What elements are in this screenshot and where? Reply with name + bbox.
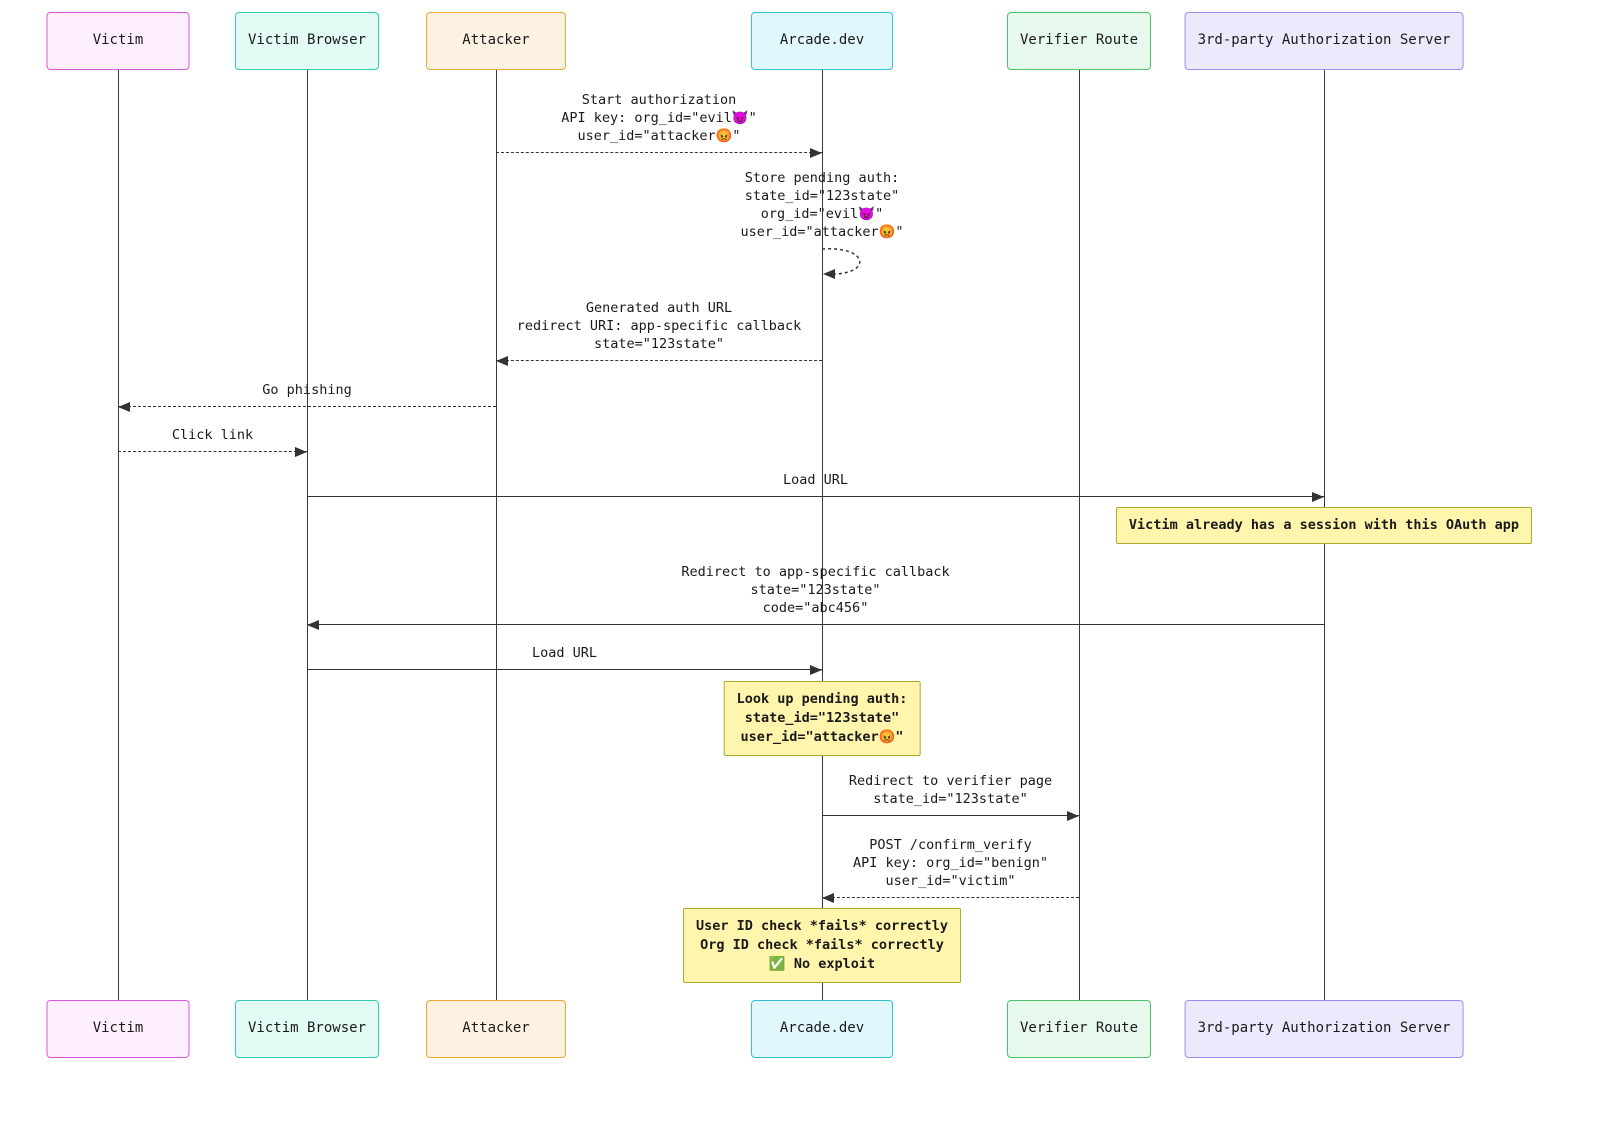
message-arrowhead [496,356,508,366]
message-line-attacker-to-arcade [496,152,822,153]
message-arrowhead [295,447,307,457]
message-label-line: POST /confirm_verify [869,837,1032,853]
self-message-label-line: user_id="attacker😡" [740,224,904,240]
lifeline-attacker [496,70,497,1000]
message-line-victim-browser-to-arcade [307,669,822,670]
message-label-line: code="abc456" [762,600,869,616]
note-text-line: Victim already has a session with this O… [1128,517,1520,533]
message-label-line: Redirect to verifier page [848,773,1053,789]
self-message-label: Store pending auth: state_id="123state"or… [740,169,903,241]
note-text-line: ✅ No exploit [768,956,876,972]
message-label: Generated auth URL redirect URI: app-spec… [517,299,801,353]
actor-box-bottom-auth-server: 3rd-party Authorization Server [1184,1000,1464,1058]
message-arrowhead [810,665,822,675]
note-text-line: state_id="123state" [744,710,900,726]
message-label: Redirect to verifier page state_id="123st… [849,772,1052,808]
message-line-verifier-to-arcade [822,897,1079,898]
message-label-line: Go phishing [262,382,352,398]
self-message-label-line: state_id="123state" [744,188,900,204]
note-text-line: user_id="attacker😡" [740,729,904,745]
self-message-label-line: org_id="evil😈" [760,206,884,222]
message-label: Load URL [783,471,848,489]
lifeline-victim-browser [307,70,308,1000]
message-label-line: state_id="123state" [873,791,1028,807]
message-label: Click link [172,426,253,444]
message-label-line: API key: org_id="benign" [852,855,1049,871]
actor-box-bottom-victim: Victim [46,1000,190,1058]
message-label-line: Load URL [531,645,598,661]
message-label: Go phishing [262,381,351,399]
self-message-arrowhead [823,269,835,279]
actor-box-top-auth-server: 3rd-party Authorization Server [1184,12,1464,70]
actor-box-bottom-arcade: Arcade.dev [751,1000,893,1058]
lifeline-verifier [1079,70,1080,1000]
message-label-line: Load URL [782,472,849,488]
actor-box-top-victim-browser: Victim Browser [234,12,380,70]
self-message-label-line: Store pending auth: [744,170,900,186]
note-over-arcade: Look up pending auth: state_id="123state"… [723,681,921,756]
message-label: Redirect to app-specific callback state="… [681,563,949,617]
message-line-victim-to-victim-browser [118,451,307,452]
message-line-attacker-to-victim [118,406,496,407]
self-message-loop-arrow [821,248,861,279]
note-over-auth-server: Victim already has a session with this O… [1115,507,1533,544]
lifeline-arcade [822,70,823,1000]
message-line-auth-server-to-victim-browser [307,624,1324,625]
message-label-line: state="123state" [593,336,725,352]
actor-box-bottom-verifier: Verifier Route [1006,1000,1152,1058]
message-label-line: state="123state" [750,582,881,598]
lifeline-victim [118,70,119,1000]
note-text-line: Look up pending auth: [736,691,908,707]
message-arrowhead [307,620,319,630]
message-label-line: Click link [171,427,254,443]
note-text-line: User ID check *fails* correctly [696,918,948,934]
message-arrowhead [810,148,822,158]
actor-box-bottom-victim-browser: Victim Browser [234,1000,380,1058]
message-label-line: Redirect to app-specific callback [681,564,950,580]
message-label: Load URL [532,644,597,662]
actor-box-top-victim: Victim [46,12,190,70]
message-line-arcade-to-verifier [822,815,1079,816]
message-label-line: redirect URI: app-specific callback [516,318,802,334]
message-arrowhead [1312,492,1324,502]
message-label-line: user_id="attacker😡" [577,128,741,144]
message-arrowhead [1067,811,1079,821]
message-label-line: user_id="victim" [885,873,1016,889]
message-label-line: Start authorization [581,92,737,108]
message-arrowhead [822,893,834,903]
message-arrowhead [118,402,130,412]
actor-box-bottom-attacker: Attacker [426,1000,566,1058]
actor-box-top-attacker: Attacker [426,12,566,70]
actor-box-top-verifier: Verifier Route [1006,12,1152,70]
message-label-line: API key: org_id="evil😈" [561,110,757,126]
actor-box-top-arcade: Arcade.dev [751,12,893,70]
message-line-victim-browser-to-auth-server [307,496,1324,497]
message-label-line: Generated auth URL [585,300,733,316]
message-line-arcade-to-attacker [496,360,822,361]
note-text-line: Org ID check *fails* correctly [700,937,944,953]
